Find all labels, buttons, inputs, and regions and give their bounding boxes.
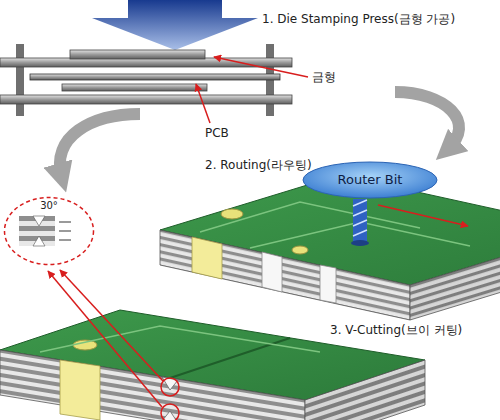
- step-title: 1. Die Stamping Press(금형 가공): [262, 12, 455, 26]
- part-label: PCB: [205, 126, 229, 140]
- plated-hole: [60, 360, 100, 420]
- node-text: Router Bit: [338, 172, 403, 188]
- layer: [19, 231, 55, 236]
- flute: [353, 230, 367, 236]
- v-notch: [162, 411, 178, 420]
- router-bit-tool: [351, 199, 369, 246]
- flow-arrow: [395, 92, 459, 150]
- routed-slot: [320, 265, 336, 303]
- bit-hole: [351, 240, 369, 246]
- router-bit-shank: [353, 199, 367, 243]
- zoom-callout: 30°: [3, 196, 95, 266]
- flute: [353, 220, 367, 226]
- upper-die: [70, 50, 205, 59]
- pcb-sheet: [30, 74, 280, 80]
- guide-post: [16, 44, 24, 116]
- flow-arrow: [60, 114, 140, 178]
- v-notch: [33, 236, 45, 246]
- part-label: 금형: [312, 70, 336, 84]
- v-notch: [162, 377, 178, 390]
- zoom-arrow: [48, 271, 162, 407]
- highlight-circle: [161, 404, 179, 420]
- routed-slot: [262, 252, 282, 292]
- stamping-press: [0, 44, 292, 116]
- board-side: [410, 230, 500, 320]
- route-direction: [378, 205, 468, 226]
- layer: [19, 226, 55, 231]
- v-notch: [33, 216, 45, 226]
- lower-die: [62, 84, 207, 91]
- flute: [353, 210, 367, 216]
- hole: [292, 246, 308, 254]
- routing-board: [160, 175, 500, 320]
- plated-hole: [192, 237, 222, 279]
- press-arrow: [92, 0, 258, 50]
- router-bit-ellipse: Router Bit: [302, 161, 438, 199]
- leader-line: [196, 84, 210, 123]
- flute: [353, 200, 367, 206]
- dimension-tick: [59, 230, 71, 232]
- board-front: [160, 230, 410, 320]
- zoom-arrow: [60, 270, 163, 381]
- board-side: [305, 360, 425, 420]
- dashed-zoom-outline: [5, 198, 94, 265]
- hole: [221, 209, 243, 219]
- step-title: 3. V-Cutting(브이 커팅): [330, 323, 462, 337]
- trace: [40, 326, 320, 352]
- v-cut-profile: [19, 216, 71, 246]
- dimension-tick: [59, 239, 71, 241]
- ellipse-outline: [303, 162, 437, 198]
- step-title: 2. Routing(라우팅): [205, 158, 312, 172]
- leader-line: [214, 57, 308, 77]
- highlight-circle: [161, 378, 179, 396]
- board-front: [0, 350, 305, 420]
- lower-plate: [0, 95, 292, 104]
- dimension-tick: [59, 221, 71, 223]
- node-text: 30°: [40, 200, 58, 212]
